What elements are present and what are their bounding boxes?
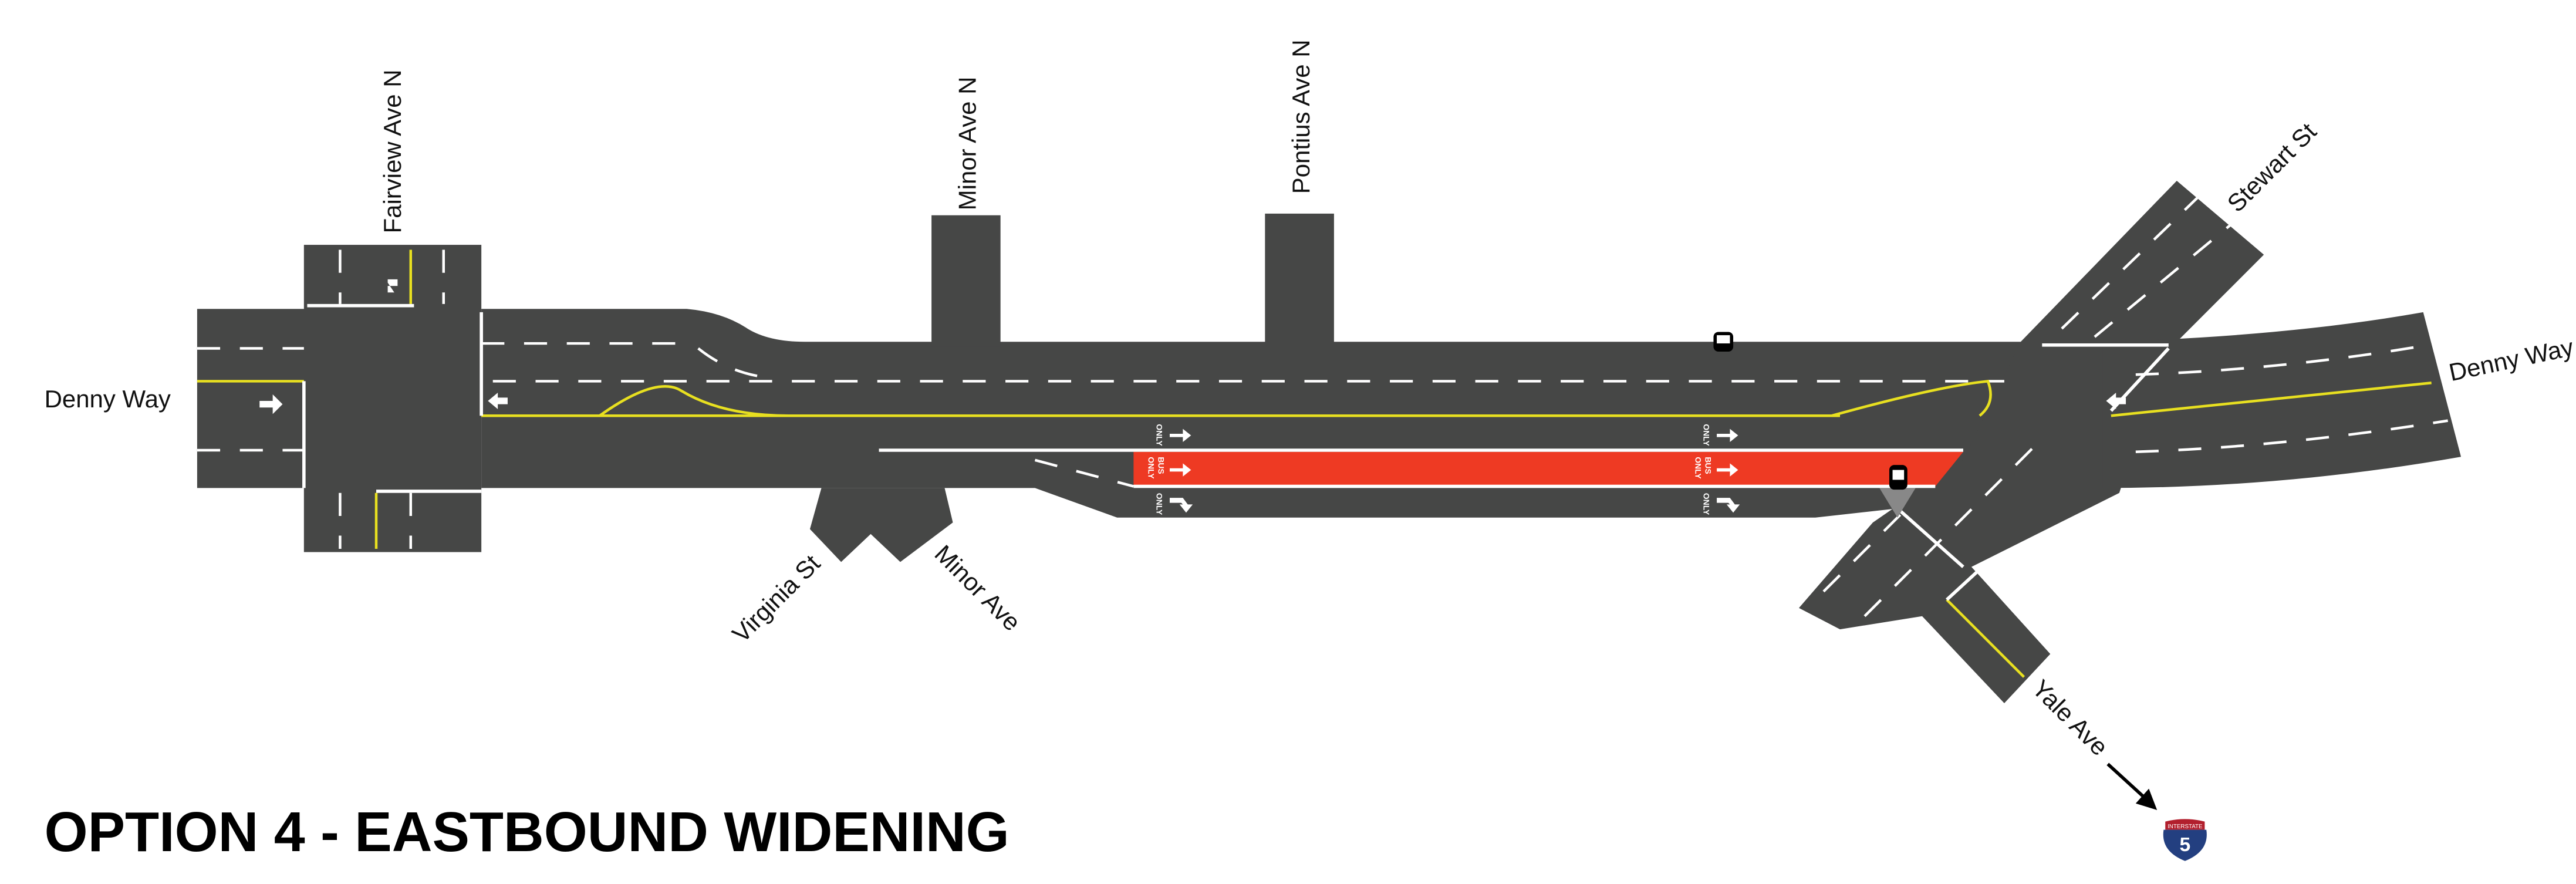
pontius-ave-stub	[1265, 213, 1334, 345]
bus-marking: BUS	[1156, 457, 1166, 474]
through-arrow-icon	[1169, 428, 1191, 442]
label-pontius-ave-n: Pontius Ave N	[1287, 39, 1315, 194]
minor-ave-n-stub	[931, 215, 1001, 347]
label-stewart-st: Stewart St	[2222, 117, 2322, 217]
label-denny-way-west: Denny Way	[45, 385, 171, 413]
label-minor-ave: Minor Ave	[930, 539, 1027, 636]
only-marking: ONLY	[1155, 424, 1164, 446]
virginia-minor-stub	[809, 488, 953, 562]
left-turn-arrow-icon	[387, 279, 398, 293]
fairview-intersection	[303, 245, 482, 552]
left-turn-arrow-icon	[488, 393, 508, 410]
road-surfaces	[197, 180, 2462, 704]
label-minor-ave-n: Minor Ave N	[954, 76, 981, 210]
through-arrow-icon	[1717, 463, 1738, 477]
label-fairview-ave-n: Fairview Ave N	[379, 69, 406, 233]
label-yale-ave: Yale Ave	[2027, 674, 2114, 761]
arrow-to-i5-icon	[2106, 762, 2158, 810]
right-turn-arrow-icon	[1169, 498, 1193, 513]
only-marking: ONLY	[1702, 424, 1711, 446]
only-marking: ONLY	[1702, 493, 1711, 515]
shield-number: 5	[2179, 834, 2190, 856]
through-arrow-icon	[1169, 463, 1191, 477]
label-denny-way-east: Denny Way	[2446, 333, 2575, 386]
left-turn-arrow-icon	[259, 394, 283, 414]
shield-top-text: INTERSTATE	[2168, 824, 2203, 830]
bus-icon	[1889, 465, 1907, 490]
stewart-yale-intersection	[1799, 180, 2264, 704]
diagram-title: OPTION 4 - EASTBOUND WIDENING	[45, 801, 1010, 863]
only-marking: ONLY	[1694, 457, 1703, 479]
through-arrow-icon	[1717, 428, 1738, 442]
only-marking: ONLY	[1147, 457, 1156, 479]
bus-marking: BUS	[1703, 457, 1713, 474]
bus-icon	[1713, 332, 1734, 352]
bus-only-lane	[1133, 451, 1963, 487]
bus-stop-marker	[1879, 488, 1916, 518]
denny-west-stub	[197, 309, 312, 488]
right-turn-arrow-icon	[1717, 498, 1740, 513]
denny-east-road	[2102, 312, 2462, 488]
only-marking: ONLY	[1155, 493, 1164, 515]
lane-lines	[197, 193, 2449, 678]
pavement-markings: ONLY BUS ONLY ONLY ONLY BUS ONLY ONLY	[1147, 424, 1713, 515]
lane-arrows	[259, 279, 2126, 513]
label-virginia-st: Virginia St	[727, 549, 825, 647]
left-turn-arrow-icon	[2106, 393, 2126, 410]
interstate-5-shield: INTERSTATE 5	[2163, 819, 2207, 861]
